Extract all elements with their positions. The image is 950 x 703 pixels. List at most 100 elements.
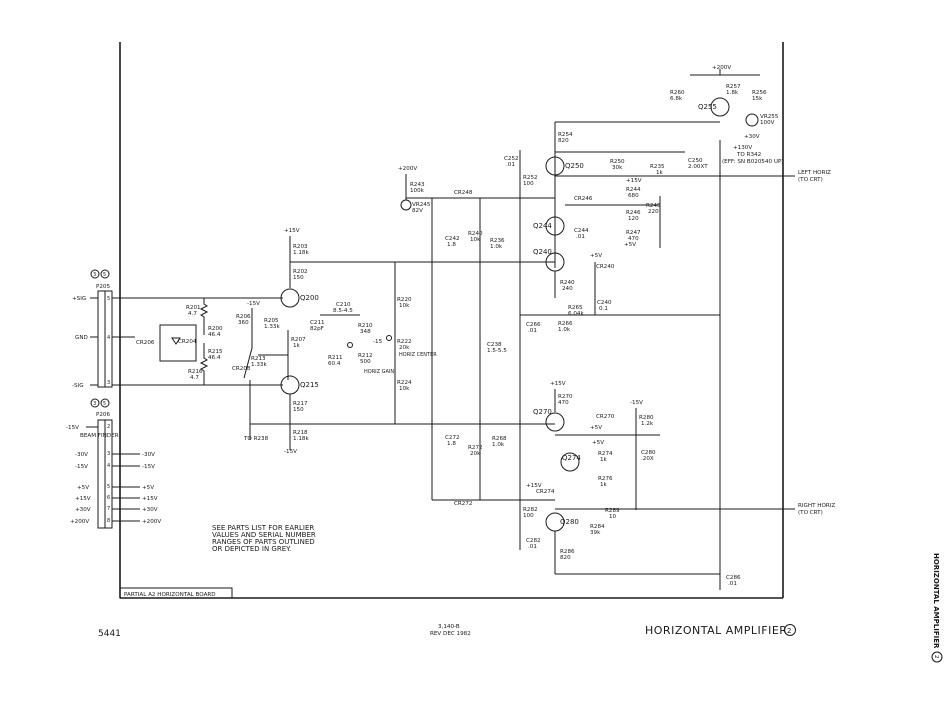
svg-text:R220: R220 <box>397 297 412 303</box>
svg-text:R280: R280 <box>639 415 654 421</box>
svg-text:R270: R270 <box>558 394 573 400</box>
svg-text:+200V: +200V <box>712 65 731 71</box>
svg-text:20k: 20k <box>470 451 481 457</box>
svg-text:1k: 1k <box>656 170 664 176</box>
svg-text:R212: R212 <box>358 353 373 359</box>
svg-text:VALUES AND SERIAL NUMBER: VALUES AND SERIAL NUMBER <box>212 531 316 539</box>
plus-sig-label: +SIG <box>72 296 86 302</box>
svg-text:Q280: Q280 <box>560 518 579 526</box>
svg-text:1.8: 1.8 <box>447 441 456 447</box>
svg-text:+5V: +5V <box>77 485 89 491</box>
svg-text:HORIZONTAL AMPLIFIER: HORIZONTAL AMPLIFIER <box>932 553 940 649</box>
svg-text:+5V: +5V <box>142 485 154 491</box>
svg-text:1.33k: 1.33k <box>251 362 267 368</box>
svg-text:C272: C272 <box>445 435 460 441</box>
q200-transistor <box>280 288 300 308</box>
svg-text:820: 820 <box>558 138 569 144</box>
svg-text:R252: R252 <box>523 175 538 181</box>
minus-sig-label: -SIG <box>72 383 84 389</box>
svg-text:+15V: +15V <box>142 496 158 502</box>
svg-text:R217: R217 <box>293 401 308 407</box>
svg-text:R250: R250 <box>610 159 625 165</box>
board-label: PARTIAL A2 HORIZONTAL BOARD <box>124 592 216 598</box>
svg-text:R224: R224 <box>397 380 412 386</box>
gain-network: C211 82pF C210 8.5-4.5 R210 348 R211 60.… <box>310 302 394 375</box>
svg-text:CR246: CR246 <box>574 196 593 202</box>
svg-text:(TO CRT): (TO CRT) <box>798 510 823 516</box>
svg-text:CR204: CR204 <box>178 339 197 345</box>
svg-text:R207: R207 <box>291 337 306 343</box>
vr255-zener <box>745 113 759 127</box>
svg-text:R268: R268 <box>492 436 507 442</box>
svg-text:R289: R289 <box>605 508 620 514</box>
svg-text:348: 348 <box>360 329 371 335</box>
svg-text:+15V: +15V <box>284 228 300 234</box>
svg-text:240: 240 <box>562 286 573 292</box>
svg-text:82pF: 82pF <box>310 326 324 332</box>
svg-text:3: 3 <box>107 380 110 386</box>
svg-text:CR272: CR272 <box>454 501 472 507</box>
p206-label: P206 <box>96 412 110 418</box>
svg-text:2.00XT: 2.00XT <box>688 164 708 170</box>
q274-transistor <box>560 452 580 472</box>
svg-text:Q240: Q240 <box>533 248 552 256</box>
svg-text:Q274: Q274 <box>562 454 581 462</box>
svg-text:+15V: +15V <box>526 483 542 489</box>
svg-text:-15V: -15V <box>630 400 643 406</box>
diagram-number-badge <box>784 624 796 636</box>
doc-number: 3,140-B <box>438 624 460 630</box>
svg-text:C244: C244 <box>574 228 589 234</box>
svg-text:C242: C242 <box>445 236 460 242</box>
svg-text:10k: 10k <box>470 237 481 243</box>
svg-text:Q215: Q215 <box>300 381 319 389</box>
svg-text:5: 5 <box>107 484 110 490</box>
svg-text:R210: R210 <box>358 323 373 329</box>
svg-text:100k: 100k <box>410 188 425 194</box>
svg-text:4: 4 <box>107 463 110 469</box>
svg-text:R216: R216 <box>188 369 203 375</box>
svg-text:Q250: Q250 <box>565 162 584 170</box>
svg-text:R274: R274 <box>598 451 613 457</box>
connector-p206: 3 5 P206 2 -15V BEAM FINDER 3 -30V -30V … <box>66 398 161 529</box>
svg-text:60.4: 60.4 <box>328 361 341 367</box>
svg-text:46.4: 46.4 <box>208 355 221 361</box>
svg-text:+15V: +15V <box>626 178 642 184</box>
center-network: R220 10k R222 20k HORIZ CENTER R224 10k … <box>373 262 437 424</box>
svg-text:C210: C210 <box>336 302 351 308</box>
svg-text:-15V: -15V <box>247 301 260 307</box>
svg-text:+200V: +200V <box>398 166 417 172</box>
feedback-network: +200V R243 100k VR245 82V CR248 C242 1.8… <box>398 166 555 507</box>
gain-adjust-marker <box>347 342 353 348</box>
svg-text:R206: R206 <box>236 314 251 320</box>
left-output-stage: C252 .01 R252 100 R254 820 Q250 R250 30k… <box>504 122 795 550</box>
svg-text:HORIZ CENTER: HORIZ CENTER <box>399 352 437 358</box>
svg-text:R284: R284 <box>590 524 605 530</box>
board-label-box <box>119 587 233 599</box>
svg-text:R205: R205 <box>264 318 279 324</box>
q270-transistor <box>545 412 565 432</box>
svg-text:150: 150 <box>293 275 304 281</box>
svg-text:1.8: 1.8 <box>447 242 456 248</box>
svg-text:R256: R256 <box>752 90 767 96</box>
svg-text:+30V: +30V <box>75 507 91 513</box>
svg-text:TO R342: TO R342 <box>736 152 761 158</box>
center-adjust-marker <box>386 335 392 341</box>
svg-text:3: 3 <box>93 272 96 278</box>
svg-text:10: 10 <box>609 514 617 520</box>
svg-text:8.5-4.5: 8.5-4.5 <box>333 308 353 314</box>
svg-text:1k: 1k <box>600 457 608 463</box>
svg-text:R240: R240 <box>468 231 483 237</box>
svg-text:R202: R202 <box>293 269 308 275</box>
svg-text:CR274: CR274 <box>536 489 555 495</box>
left-horiz-label: LEFT HORIZ <box>798 170 831 176</box>
svg-text:+200V: +200V <box>70 519 89 525</box>
svg-text:1.8k: 1.8k <box>726 90 739 96</box>
model-number: 5441 <box>98 629 121 639</box>
diagram-title: HORIZONTAL AMPLIFIER <box>645 624 787 637</box>
svg-text:6.04k: 6.04k <box>568 311 584 317</box>
svg-text:+5V: +5V <box>592 440 604 446</box>
svg-text:470: 470 <box>558 400 569 406</box>
svg-text:R235: R235 <box>650 164 665 170</box>
svg-text:3: 3 <box>93 401 96 407</box>
